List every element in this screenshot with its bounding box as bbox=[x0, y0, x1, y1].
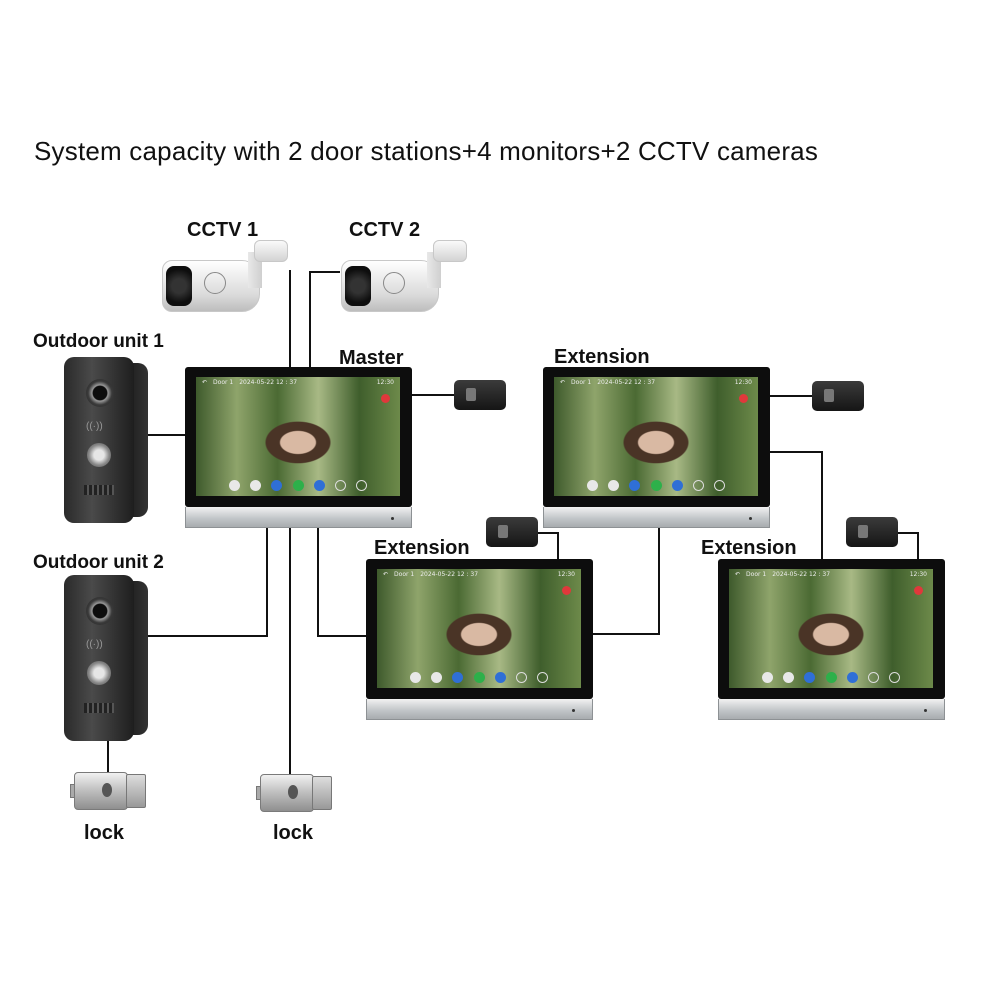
datetime-label: 2024-05-22 12 : 37 bbox=[597, 378, 656, 386]
datetime-label: 2024-05-22 12 : 37 bbox=[772, 570, 831, 578]
lock2-label: lock bbox=[273, 822, 314, 844]
cctv1-camera bbox=[162, 240, 288, 320]
camera-icon[interactable] bbox=[356, 480, 368, 492]
back-arrow-icon[interactable]: ↶ bbox=[560, 378, 566, 386]
time-label: 12:30 bbox=[557, 570, 575, 578]
monitor-extension-2: ↶ Door 1 2024-05-22 12 : 37 12:30 bbox=[366, 559, 593, 720]
door-icon[interactable] bbox=[494, 672, 506, 684]
monitor-controls bbox=[554, 480, 758, 492]
back-arrow-icon[interactable]: ↶ bbox=[202, 378, 208, 386]
wire-cctv2 bbox=[309, 271, 340, 370]
answer-call-icon[interactable] bbox=[473, 672, 485, 684]
outdoor2-label: Outdoor unit 2 bbox=[33, 552, 164, 573]
adapter-icon bbox=[846, 517, 898, 547]
intercom-icon[interactable] bbox=[608, 480, 620, 492]
intercom-icon[interactable] bbox=[783, 672, 795, 684]
monitor-icon[interactable] bbox=[804, 672, 816, 684]
camera-icon[interactable] bbox=[714, 480, 726, 492]
back-arrow-icon[interactable]: ↶ bbox=[383, 570, 389, 578]
monitor-bezel bbox=[718, 699, 945, 720]
back-arrow-icon[interactable]: ↶ bbox=[735, 570, 741, 578]
video-icon[interactable] bbox=[867, 672, 879, 684]
status-led bbox=[572, 709, 575, 712]
door-icon[interactable] bbox=[313, 480, 325, 492]
alarm-icon[interactable] bbox=[561, 585, 571, 595]
lock1-label: lock bbox=[84, 822, 125, 844]
door-label: Door 1 bbox=[571, 378, 592, 386]
extension-label-1: Extension bbox=[554, 346, 650, 368]
outdoor-unit-2: ((·)) bbox=[64, 575, 148, 741]
answer-call-icon[interactable] bbox=[292, 480, 304, 492]
door-label: Door 1 bbox=[394, 570, 415, 578]
extension-label-3: Extension bbox=[701, 537, 797, 559]
camera-icon[interactable] bbox=[537, 672, 549, 684]
doorbell-button-icon bbox=[87, 661, 111, 685]
monitor-screen: ↶ Door 1 2024-05-22 12 : 37 12:30 bbox=[554, 377, 758, 496]
outdoor-unit-1: ((·)) bbox=[64, 357, 148, 523]
adapter-icon bbox=[454, 380, 506, 410]
monitor-icon[interactable] bbox=[629, 480, 641, 492]
video-icon[interactable] bbox=[515, 672, 527, 684]
cctv1-label: CCTV 1 bbox=[187, 219, 259, 241]
master-label: Master bbox=[339, 347, 404, 369]
lock-1 bbox=[70, 770, 150, 810]
door-icon[interactable] bbox=[846, 672, 858, 684]
alarm-icon[interactable] bbox=[913, 585, 923, 595]
adapter-icon bbox=[486, 517, 538, 547]
monitor-bezel bbox=[543, 507, 770, 528]
diagram-title: System capacity with 2 door stations+4 m… bbox=[34, 136, 819, 166]
wire-master-ext2 bbox=[317, 528, 368, 637]
monitor-extension-1: ↶ Door 1 2024-05-22 12 : 37 12:30 bbox=[543, 367, 770, 528]
monitor-icon[interactable] bbox=[271, 480, 283, 492]
door-label: Door 1 bbox=[746, 570, 767, 578]
monitor-screen: ↶ Door 1 2024-05-22 12 : 37 12:30 bbox=[196, 377, 400, 496]
unlock-icon[interactable] bbox=[761, 672, 773, 684]
datetime-label: 2024-05-22 12 : 37 bbox=[239, 378, 298, 386]
door-icon[interactable] bbox=[671, 480, 683, 492]
outdoor1-label: Outdoor unit 1 bbox=[33, 331, 164, 352]
monitor-bezel bbox=[366, 699, 593, 720]
answer-call-icon[interactable] bbox=[825, 672, 837, 684]
monitor-icon[interactable] bbox=[452, 672, 464, 684]
monitor-controls bbox=[196, 480, 400, 492]
time-label: 12:30 bbox=[734, 378, 752, 386]
alarm-icon[interactable] bbox=[738, 393, 748, 403]
wire-ext1-ext3 bbox=[768, 451, 823, 560]
door-label: Door 1 bbox=[213, 378, 234, 386]
monitor-screen: ↶ Door 1 2024-05-22 12 : 37 12:30 bbox=[377, 569, 581, 688]
monitor-controls bbox=[729, 672, 933, 684]
time-label: 12:30 bbox=[909, 570, 927, 578]
status-led bbox=[924, 709, 927, 712]
lock-2 bbox=[256, 772, 336, 812]
video-icon[interactable] bbox=[334, 480, 346, 492]
answer-call-icon[interactable] bbox=[650, 480, 662, 492]
doorbell-button-icon bbox=[87, 443, 111, 467]
monitor-controls bbox=[377, 672, 581, 684]
wire-ext1-ext2 bbox=[593, 528, 660, 635]
video-icon[interactable] bbox=[692, 480, 704, 492]
cctv2-camera bbox=[341, 240, 467, 320]
monitor-extension-3: ↶ Door 1 2024-05-22 12 : 37 12:30 bbox=[718, 559, 945, 720]
unlock-icon[interactable] bbox=[409, 672, 421, 684]
extension-label-2: Extension bbox=[374, 537, 470, 559]
monitor-screen: ↶ Door 1 2024-05-22 12 : 37 12:30 bbox=[729, 569, 933, 688]
unlock-icon[interactable] bbox=[228, 480, 240, 492]
time-label: 12:30 bbox=[376, 378, 394, 386]
intercom-icon[interactable] bbox=[250, 480, 262, 492]
intercom-icon[interactable] bbox=[431, 672, 443, 684]
cctv2-label: CCTV 2 bbox=[349, 219, 421, 241]
wire-adapter-ext3 bbox=[898, 532, 919, 560]
camera-icon[interactable] bbox=[889, 672, 901, 684]
adapter-icon bbox=[812, 381, 864, 411]
unlock-icon[interactable] bbox=[586, 480, 598, 492]
status-led bbox=[749, 517, 752, 520]
wire-outdoor2 bbox=[148, 528, 268, 637]
alarm-icon[interactable] bbox=[380, 393, 390, 403]
status-led bbox=[391, 517, 394, 520]
datetime-label: 2024-05-22 12 : 37 bbox=[420, 570, 479, 578]
monitor-master: ↶ Door 1 2024-05-22 12 : 37 12:30 bbox=[185, 367, 412, 528]
wire-adapter-ext2 bbox=[538, 532, 559, 560]
monitor-bezel bbox=[185, 507, 412, 528]
